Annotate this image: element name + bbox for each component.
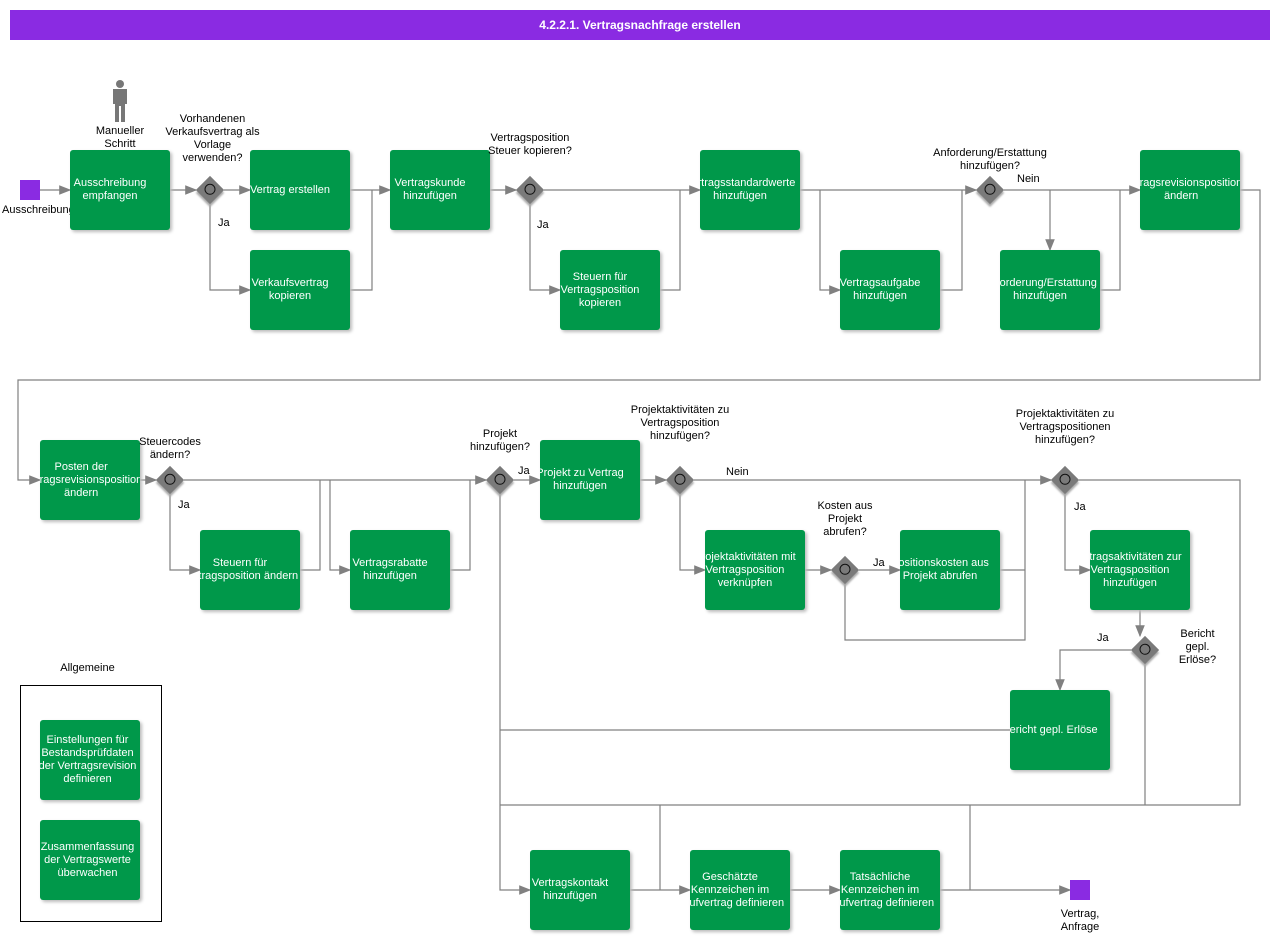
start-event-label: Ausschreibung — [2, 204, 75, 216]
gateway-circle-icon — [1137, 641, 1153, 658]
task-label: Positionskosten aus Projekt abrufen — [900, 557, 989, 582]
task-positionskosten-abrufen[interactable]: Positionskosten aus Projekt abrufen — [900, 530, 1000, 610]
gateway-4-question: Steuercodes ändern? — [139, 436, 201, 461]
task-label: Ertragsaktivitäten zur Vertragsposition … — [1090, 550, 1182, 589]
task-label: Einstellungen für Bestandsprüfdaten der … — [40, 734, 137, 785]
task-ertragsaktivitaeten-hinzufuegen[interactable]: Ertragsaktivitäten zur Vertragsposition … — [1090, 530, 1190, 610]
task-zusammenfassung-ueberwachen[interactable]: Zusammenfassung der Vertragswerte überwa… — [40, 820, 140, 900]
end-event-label: Vertrag, Anfrage — [1060, 908, 1100, 933]
task-rabatte-hinzufuegen[interactable]: Vertragsrabatte hinzufügen — [350, 530, 450, 610]
task-ausschreibung-empfangen[interactable]: Ausschreibung empfangen — [70, 150, 170, 230]
gateway-circle-icon — [162, 471, 178, 488]
task-label: Geschätzte Kennzeichen im Kaufvertrag de… — [690, 870, 785, 909]
task-label: Projekt zu Vertrag hinzufügen — [540, 467, 624, 492]
flow-label-yes: Ja — [518, 465, 530, 477]
task-verkaufsvertrag-kopieren[interactable]: Verkaufsvertrag kopieren — [250, 250, 350, 330]
gateway-3-question: Anforderung/Erstattung hinzufügen? — [933, 147, 1047, 172]
task-label: Vertragsstandardwerte hinzufügen — [700, 177, 796, 202]
gateway-7-question: Kosten aus Projekt abrufen? — [817, 500, 873, 538]
person-icon — [113, 80, 127, 122]
gateway-circle-icon — [202, 181, 218, 198]
task-label: Ausschreibung empfangen — [73, 177, 147, 202]
flow-label-yes: Ja — [178, 499, 190, 511]
flow-label-yes: Ja — [873, 557, 885, 569]
start-event[interactable] — [20, 180, 40, 200]
task-einstellungen-bestandspruefdaten[interactable]: Einstellungen für Bestandsprüfdaten der … — [40, 720, 140, 800]
group-title: Allgemeine Aktivitäten — [60, 662, 115, 674]
task-label: Vertragsrabatte hinzufügen — [352, 557, 428, 582]
gateway-circle-icon — [522, 181, 538, 198]
manual-step-label: Manueller Schritt — [95, 125, 145, 150]
task-label: Anforderung/Erstattung hinzufügen — [1000, 277, 1097, 302]
task-geschaetzte-kennzeichen[interactable]: Geschätzte Kennzeichen im Kaufvertrag de… — [690, 850, 790, 930]
flow-label-no: Nein — [1017, 173, 1040, 185]
task-bericht-erloese[interactable]: Bericht gepl. Erlöse — [1010, 690, 1110, 770]
task-posten-aendern[interactable]: Posten der Vertragsrevisionsposition änd… — [40, 440, 140, 520]
task-label: Vertragskontakt hinzufügen — [531, 877, 609, 902]
task-label: Vertragskunde hinzufügen — [394, 177, 466, 202]
gateway-circle-icon — [1057, 471, 1073, 488]
task-steuern-kopieren[interactable]: Steuern für Vertragsposition kopieren — [560, 250, 660, 330]
task-anforderung-hinzufuegen[interactable]: Anforderung/Erstattung hinzufügen — [1000, 250, 1100, 330]
flow-label-yes: Ja — [537, 219, 549, 231]
diagram-title: 4.2.2.1. Vertragsnachfrage erstellen — [10, 10, 1270, 40]
task-projekt-hinzufuegen[interactable]: Projekt zu Vertrag hinzufügen — [540, 440, 640, 520]
task-label: Projektaktivitäten mit Vertragsposition … — [705, 550, 796, 589]
gateway-8-question: Projektaktivitäten zu Vertragspositionen… — [1015, 408, 1115, 446]
flow-label-yes: Ja — [1074, 501, 1086, 513]
task-label: Bericht gepl. Erlöse — [1010, 723, 1098, 736]
task-projektaktivitaeten-verknuepfen[interactable]: Projektaktivitäten mit Vertragsposition … — [705, 530, 805, 610]
gateway-1-question: Vorhandenen Verkaufsvertrag als Vorlage … — [165, 113, 260, 164]
general-activities-group — [20, 685, 162, 922]
gateway-circle-icon — [672, 471, 688, 488]
gateway-circle-icon — [492, 471, 508, 488]
task-label: Posten der Vertragsrevisionsposition änd… — [40, 460, 140, 499]
task-label: Vertragsaufgabe hinzufügen — [840, 277, 921, 302]
task-vertragsaufgabe-hinzufuegen[interactable]: Vertragsaufgabe hinzufügen — [840, 250, 940, 330]
task-revisionsposition-aendern[interactable]: Vertragsrevisionsposition ändern — [1140, 150, 1240, 230]
task-label: Verkaufsvertrag kopieren — [251, 277, 329, 302]
end-event[interactable] — [1070, 880, 1090, 900]
task-label: Steuern für Vertragsposition ändern — [200, 557, 299, 582]
gateway-9-question: Bericht gepl. Erlöse? — [1178, 628, 1217, 666]
flow-label-yes: Ja — [1097, 632, 1109, 644]
gateway-6-question: Projektaktivitäten zu Vertragsposition h… — [630, 404, 730, 442]
gateway-5-question: Projekt hinzufügen? — [470, 428, 530, 453]
task-label: Tatsächliche Kennzeichen im Kaufvertrag … — [840, 870, 935, 909]
task-tatsaechliche-kennzeichen[interactable]: Tatsächliche Kennzeichen im Kaufvertrag … — [840, 850, 940, 930]
task-steuern-aendern[interactable]: Steuern für Vertragsposition ändern — [200, 530, 300, 610]
task-label: Vertrag erstellen — [250, 183, 331, 196]
task-vertrag-erstellen[interactable]: Vertrag erstellen — [250, 150, 350, 230]
task-label: Vertragsrevisionsposition ändern — [1140, 177, 1240, 202]
task-vertragskunde-hinzufuegen[interactable]: Vertragskunde hinzufügen — [390, 150, 490, 230]
task-vertragskontakt-hinzufuegen[interactable]: Vertragskontakt hinzufügen — [530, 850, 630, 930]
task-standardwerte-hinzufuegen[interactable]: Vertragsstandardwerte hinzufügen — [700, 150, 800, 230]
gateway-circle-icon — [982, 181, 998, 198]
gateway-2-question: Vertragsposition Steuer kopieren? — [488, 132, 572, 157]
flow-label-yes: Ja — [218, 217, 230, 229]
flow-label-no: Nein — [726, 466, 749, 478]
task-label: Zusammenfassung der Vertragswerte überwa… — [40, 840, 135, 879]
task-label: Steuern für Vertragsposition kopieren — [560, 270, 640, 309]
gateway-circle-icon — [837, 561, 853, 578]
